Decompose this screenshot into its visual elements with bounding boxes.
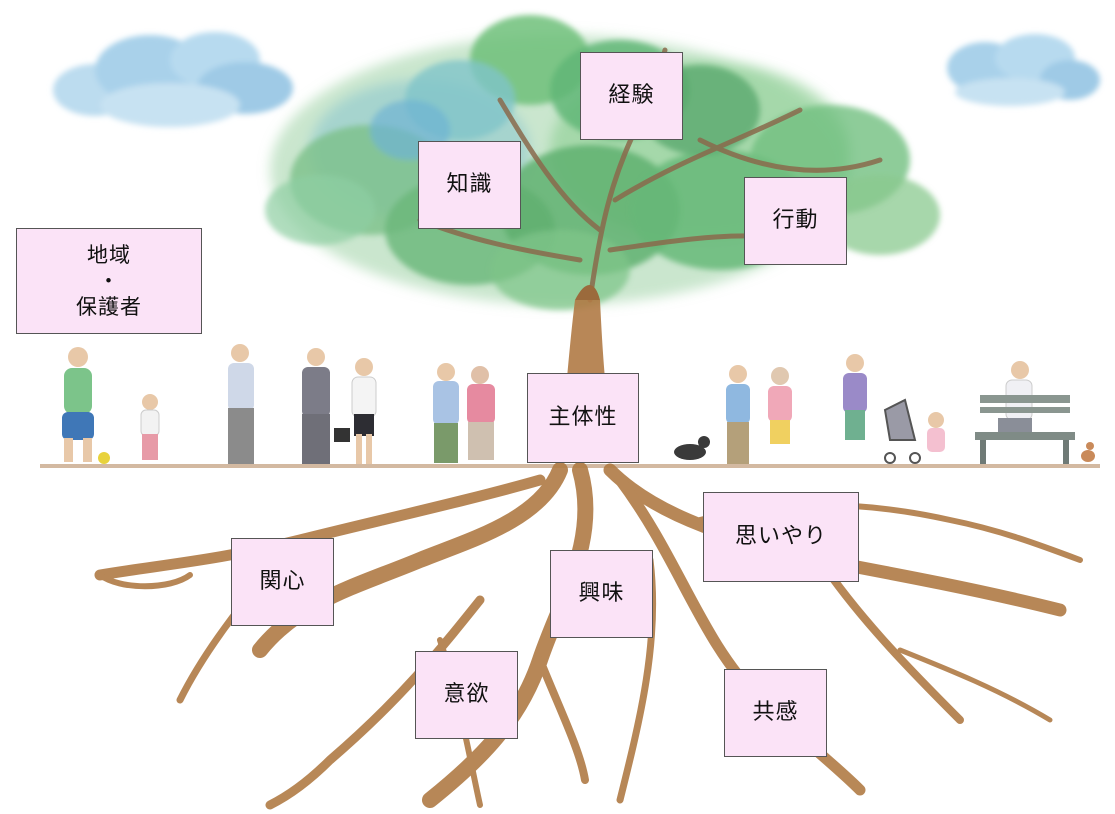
dog-icon	[674, 436, 710, 460]
stroller-icon	[883, 398, 921, 464]
knowledge-label: 知識	[418, 141, 521, 229]
consideration-label: 思いやり	[703, 492, 859, 582]
concern-label: 関心	[231, 538, 334, 626]
interest-label: 興味	[550, 550, 653, 638]
action-label: 行動	[744, 177, 847, 265]
cat-icon	[1081, 442, 1095, 462]
motivation-label: 意欲	[415, 651, 518, 739]
bench-icon	[975, 395, 1075, 464]
region-guardians-label: 地域 ・ 保護者	[16, 228, 202, 334]
initiative-label: 主体性	[527, 373, 639, 463]
cloud-icon	[947, 34, 1100, 106]
empathy-label: 共感	[724, 669, 827, 757]
ground-line	[40, 464, 1100, 468]
cloud-icon	[53, 32, 293, 127]
experience-label: 経験	[580, 52, 683, 140]
